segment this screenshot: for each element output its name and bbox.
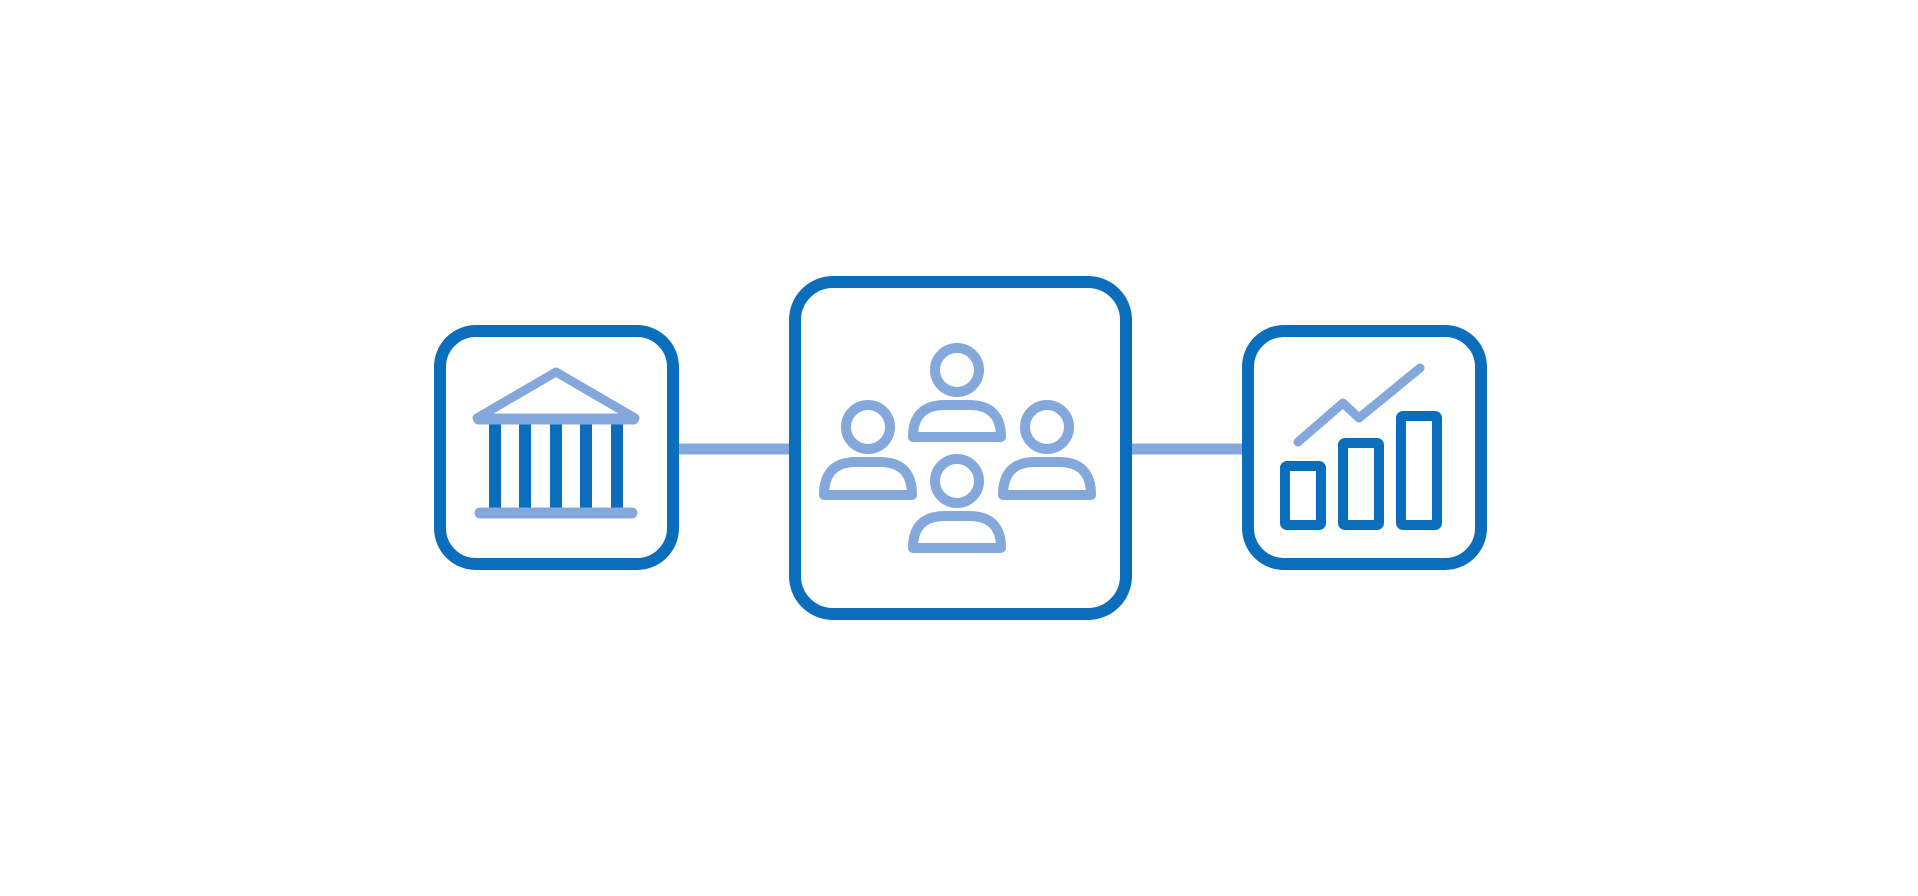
bar-chart-growth-icon	[1280, 363, 1442, 530]
node-frame	[789, 276, 1132, 620]
node-community	[789, 276, 1132, 620]
node-growth	[1242, 325, 1487, 570]
people-group-icon	[819, 343, 1096, 553]
bank-icon	[472, 367, 640, 519]
node-institution	[434, 325, 679, 570]
